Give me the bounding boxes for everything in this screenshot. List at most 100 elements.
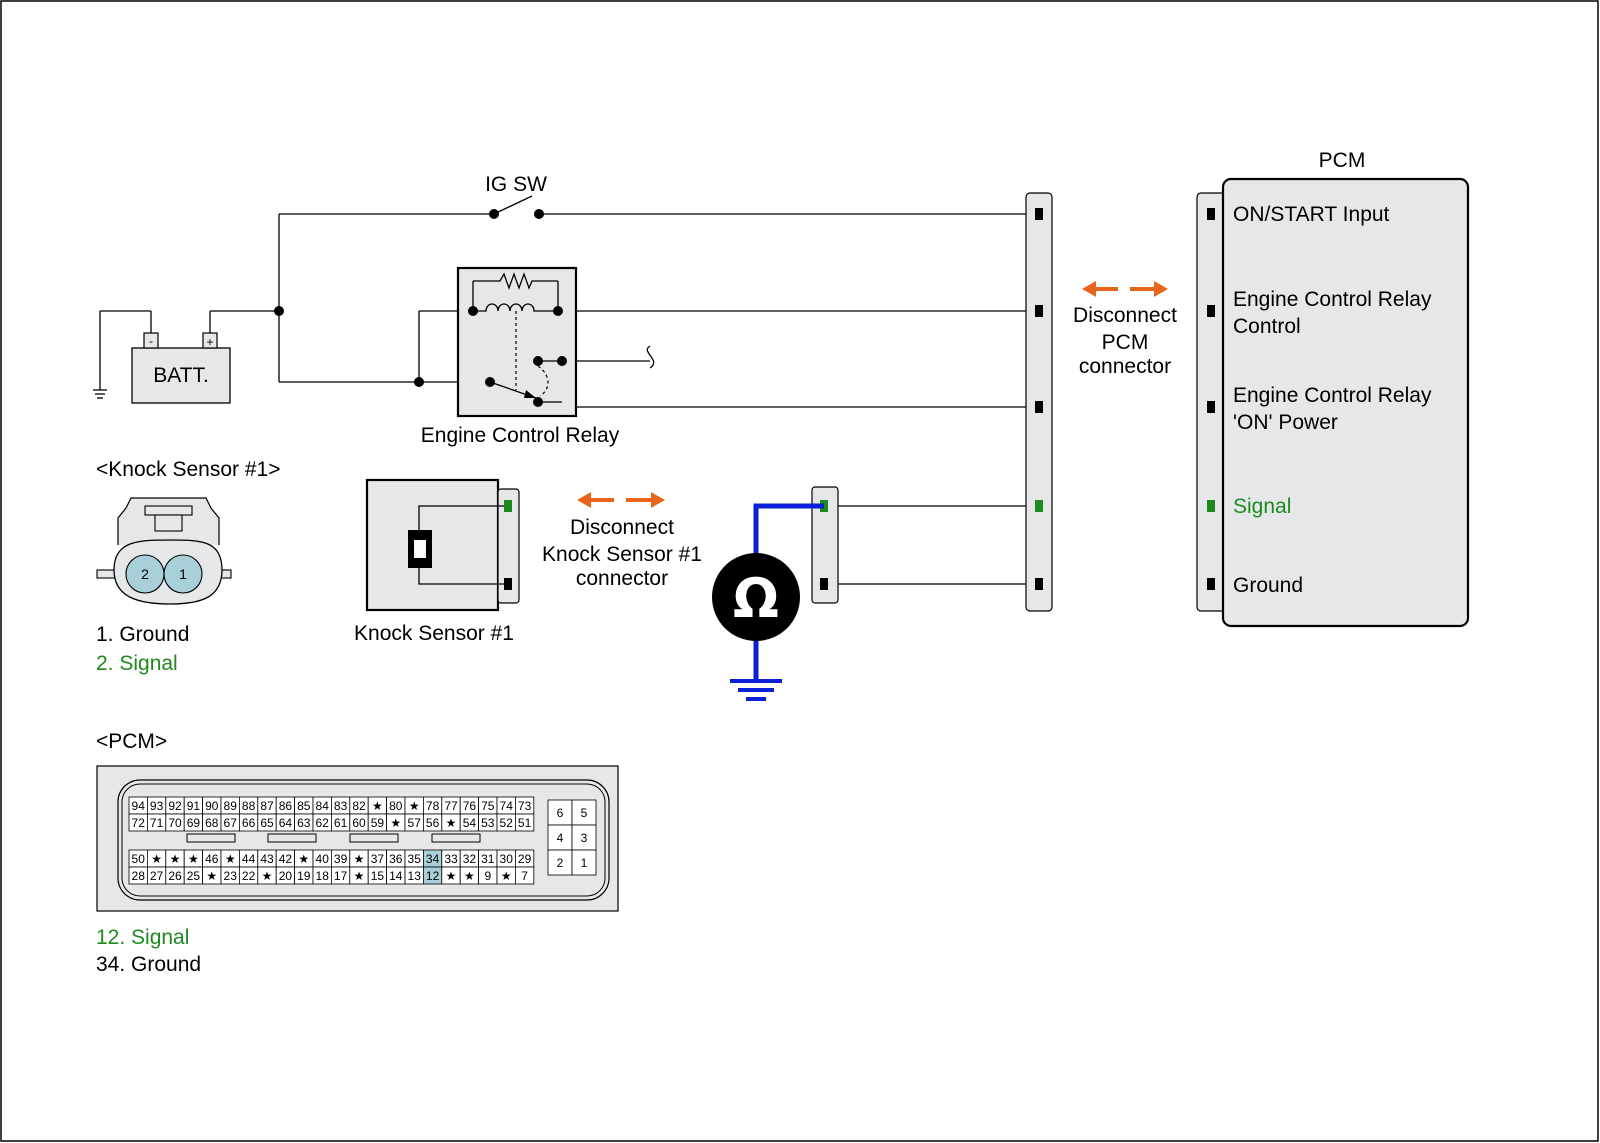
pcm-pin-star-icon: ★ xyxy=(464,869,475,883)
pcm-pin-number: 40 xyxy=(316,852,330,866)
pcm-pin-number: 91 xyxy=(187,799,201,813)
pcm-pin-number: 61 xyxy=(334,816,348,830)
pcm-pin-number: 93 xyxy=(150,799,164,813)
pcm-pin-number: 44 xyxy=(242,852,256,866)
pcm-pin-number: 86 xyxy=(279,799,293,813)
pcm-pin-number: 52 xyxy=(500,816,514,830)
pcm-pin-number: 39 xyxy=(334,852,348,866)
pcm-pin-number: 80 xyxy=(389,799,403,813)
pcm-pin-number: 57 xyxy=(408,816,422,830)
pcm-pin-star-icon: ★ xyxy=(446,816,457,830)
ig-switch: IG SW xyxy=(485,173,547,219)
pcm-pin-number: 34 xyxy=(426,852,440,866)
pcm-title: PCM xyxy=(1319,149,1366,172)
disconnect-pcm-arrows-icon xyxy=(1082,281,1168,297)
pcm-small-pin-number: 5 xyxy=(581,806,588,820)
pcm-pin-number: 27 xyxy=(150,869,164,883)
pcm-pin-number: 56 xyxy=(426,816,440,830)
pcm-pin-number: 14 xyxy=(389,869,403,883)
ks-pin-1: 1 xyxy=(179,566,187,582)
pcm-pin-number: 35 xyxy=(408,852,422,866)
pcm-pin-star-icon: ★ xyxy=(170,852,181,866)
pcm-pin-star-icon: ★ xyxy=(390,816,401,830)
pcm-pin-number: 60 xyxy=(352,816,366,830)
pcm-pin-number: 50 xyxy=(132,852,146,866)
pcm-pin-number: 74 xyxy=(500,799,514,813)
pcm-pin-number: 18 xyxy=(316,869,330,883)
disconnect-pcm-label-line2: PCM xyxy=(1102,331,1149,354)
pcm-pin-star-icon: ★ xyxy=(298,852,309,866)
pcm-pin-number: 43 xyxy=(260,852,274,866)
pcm-small-pin-number: 4 xyxy=(557,831,564,845)
pcm-pin-number: 77 xyxy=(444,799,458,813)
pcm-harness-connector xyxy=(1025,192,1053,612)
pcm-pin-relay-control-line1: Engine Control Relay xyxy=(1233,288,1432,311)
pcm-pin-number: 12 xyxy=(426,869,440,883)
pcm-pin-relay-on-line2: 'ON' Power xyxy=(1233,411,1338,434)
pcm-pin-number: 19 xyxy=(297,869,311,883)
pcm-pin-number: 92 xyxy=(168,799,182,813)
pcm-pin-number: 29 xyxy=(518,852,532,866)
pcm-pin-number: 67 xyxy=(224,816,238,830)
pcm-pin-number: 68 xyxy=(205,816,219,830)
ig-switch-label: IG SW xyxy=(485,173,547,196)
pcm-pin-number: 87 xyxy=(260,799,274,813)
relay-label: Engine Control Relay xyxy=(421,424,620,447)
pcm-pin-number: 13 xyxy=(408,869,422,883)
pcm-pin-number: 46 xyxy=(205,852,219,866)
ohm-icon: Ω xyxy=(733,567,779,630)
pcm-pin-number: 15 xyxy=(371,869,385,883)
pcm-pin-star-icon: ★ xyxy=(409,799,420,813)
pcm-pin-number: 17 xyxy=(334,869,348,883)
pcm-pin-ground: Ground xyxy=(1233,574,1303,597)
pcm-pin-number: 90 xyxy=(205,799,219,813)
disconnect-pcm-label-line1: Disconnect xyxy=(1073,304,1177,327)
pcm-pin-number: 9 xyxy=(484,869,491,883)
pcm-pin-number: 22 xyxy=(242,869,256,883)
disconnect-ks-label-line3: connector xyxy=(576,567,668,590)
battery-minus-label: - xyxy=(149,334,153,348)
pcm-pin-star-icon: ★ xyxy=(501,869,512,883)
pcm-pin-star-icon: ★ xyxy=(225,852,236,866)
pcm-pin-number: 72 xyxy=(132,816,146,830)
pcm-pin-number: 37 xyxy=(371,852,385,866)
pcm-small-pin-cell xyxy=(547,849,573,876)
pcm-pin-number: 30 xyxy=(500,852,514,866)
pcm-pin-number: 28 xyxy=(132,869,146,883)
chassis-ground-icon xyxy=(93,389,107,399)
ks-pin-2: 2 xyxy=(141,566,149,582)
pcm-pin-number: 20 xyxy=(279,869,293,883)
wire-break-mark xyxy=(646,345,655,369)
meter-ground-icon xyxy=(730,679,782,701)
pcm-pin-number: 36 xyxy=(389,852,403,866)
disconnect-ks-label-line2: Knock Sensor #1 xyxy=(542,543,702,566)
ks-legend-signal: 2. Signal xyxy=(96,652,178,675)
pcm-pin-number: 63 xyxy=(297,816,311,830)
pcm-pin-number: 62 xyxy=(316,816,330,830)
pcm-pin-number: 25 xyxy=(187,869,201,883)
pcm-small-pin-number: 2 xyxy=(557,856,564,870)
knock-sensor-label: Knock Sensor #1 xyxy=(354,622,514,645)
pcm-pin-number: 76 xyxy=(463,799,477,813)
pcm-pin-relay-control-line2: Control xyxy=(1233,315,1301,338)
pcm-pin-number: 85 xyxy=(297,799,311,813)
pcm-pin-star-icon: ★ xyxy=(354,869,365,883)
pcm-pin-number: 94 xyxy=(132,799,146,813)
pcm-module: PCM ON/START Input Engine Control Relay … xyxy=(1196,149,1470,628)
pcm-pin-number: 54 xyxy=(463,816,477,830)
pcm-small-pin-cell xyxy=(571,824,597,851)
pcm-pin-number: 51 xyxy=(518,816,532,830)
pcm-pin-number: 73 xyxy=(518,799,532,813)
pcm-pin-cell xyxy=(515,866,535,885)
pcm-pin-relay-on-line1: Engine Control Relay xyxy=(1233,384,1432,407)
pcm-header: <PCM> xyxy=(96,730,167,753)
pcm-small-pin-number: 1 xyxy=(581,856,588,870)
disconnect-ks-label-line1: Disconnect xyxy=(570,516,674,539)
battery-label: BATT. xyxy=(153,364,209,387)
knock-sensor-connector-face: 2 1 xyxy=(96,497,232,605)
pcm-pin-star-icon: ★ xyxy=(372,799,383,813)
battery: - + BATT. xyxy=(131,332,231,404)
